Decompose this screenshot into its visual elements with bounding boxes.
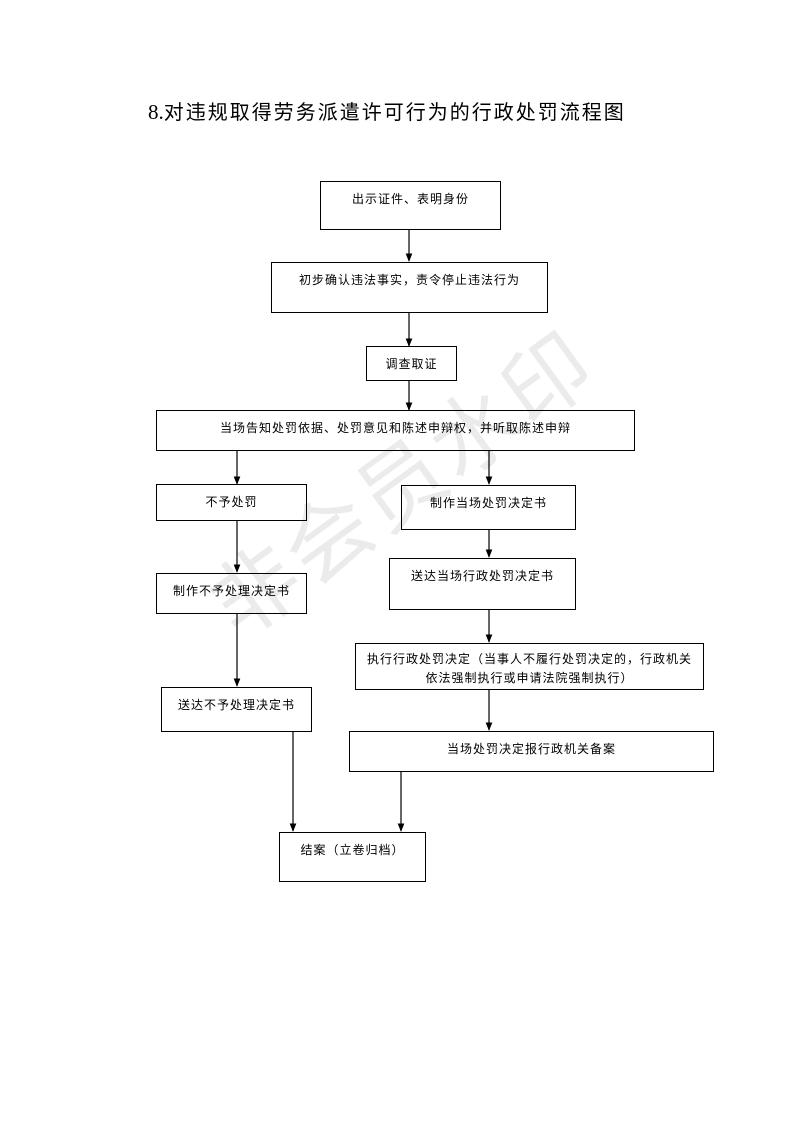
node-deliver-penalty-doc: 送达当场行政处罚决定书	[389, 558, 576, 610]
title-number: 8.	[148, 100, 164, 124]
node-close-case: 结案（立卷归档）	[279, 832, 426, 882]
node-execute-penalty: 执行行政处罚决定（当事人不履行处罚决定的，行政机关依法强制执行或申请法院强制执行…	[355, 643, 704, 690]
page-title: 8.对违规取得劳务派遣许可行为的行政处罚流程图	[148, 96, 626, 125]
node-notify-rights: 当场告知处罚依据、处罚意见和陈述申辩权，并听取陈述申辩	[156, 410, 635, 451]
node-initial-confirm: 初步确认违法事实，责令停止违法行为	[271, 262, 548, 313]
node-make-no-penalty-doc: 制作不予处理决定书	[156, 573, 307, 614]
node-deliver-no-penalty-doc: 送达不予处理决定书	[161, 687, 312, 732]
node-no-penalty: 不予处罚	[156, 484, 307, 521]
node-make-penalty-decision: 制作当场处罚决定书	[401, 485, 576, 530]
node-show-id: 出示证件、表明身份	[320, 181, 501, 230]
node-report-filing: 当场处罚决定报行政机关备案	[349, 731, 714, 772]
title-text: 对违规取得劳务派遣许可行为的行政处罚流程图	[163, 100, 626, 124]
node-investigate: 调查取证	[366, 346, 457, 381]
